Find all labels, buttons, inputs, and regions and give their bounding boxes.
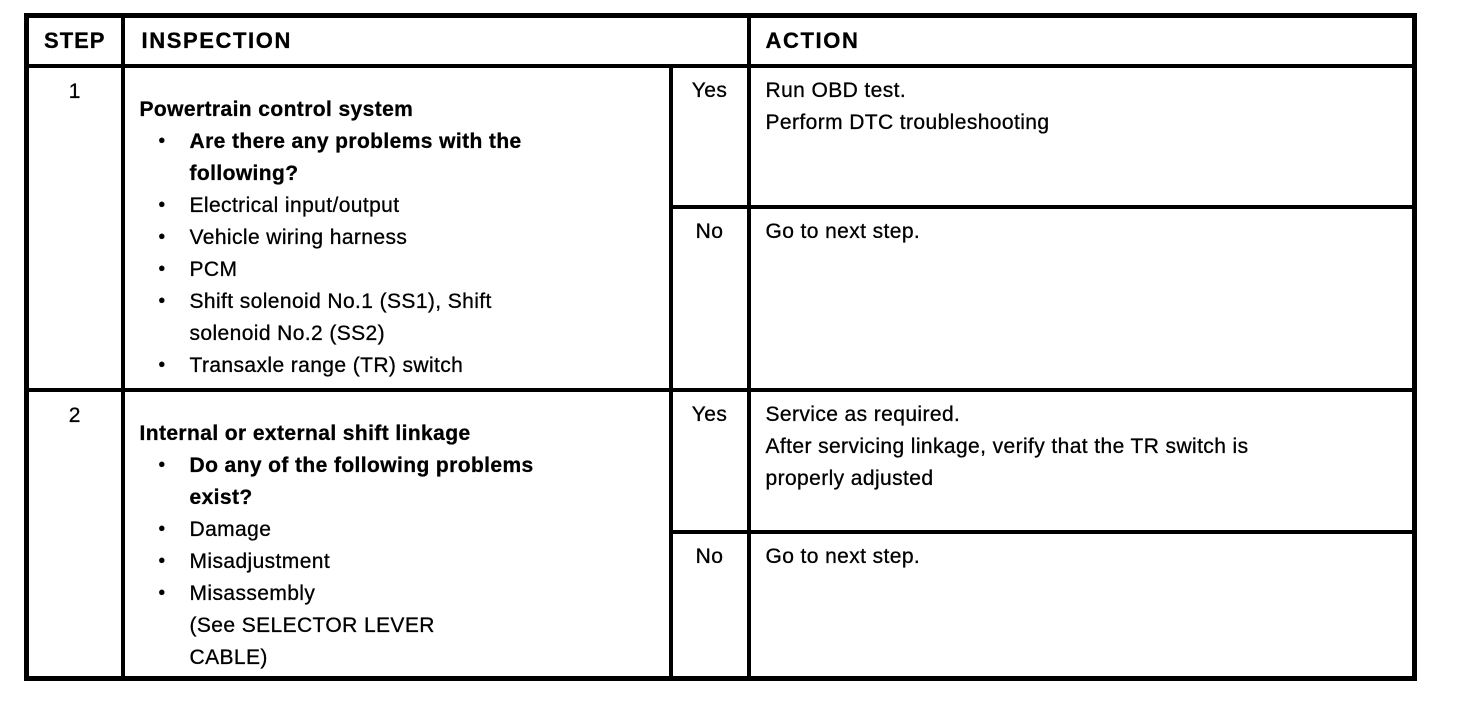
bullet-icon: • bbox=[158, 518, 166, 540]
table-header-row: STEP INSPECTION ACTION bbox=[24, 13, 1417, 68]
bullet-icon: • bbox=[158, 290, 166, 312]
bullet-item: • Electrical input/output bbox=[158, 190, 667, 222]
action-line: Perform DTC troubleshooting bbox=[765, 110, 1050, 134]
step-number: 1 bbox=[24, 63, 125, 392]
bullet-icon: • bbox=[158, 194, 166, 216]
action-cell: Go to next step. bbox=[746, 529, 1417, 681]
no-label: No bbox=[695, 219, 724, 243]
bullet-icon: • bbox=[158, 582, 166, 604]
table-row: 2 Internal or external shift linkage • D… bbox=[24, 387, 1417, 681]
bullet-text: Electrical input/output bbox=[189, 193, 400, 217]
action-cell: Run OBD test. Perform DTC troubleshootin… bbox=[746, 63, 1417, 209]
yes-label: Yes bbox=[691, 78, 728, 102]
no-cell: No bbox=[668, 204, 751, 392]
bullet-text: Damage bbox=[189, 517, 272, 541]
bullet-item: • PCM bbox=[158, 254, 667, 286]
yes-cell: Yes bbox=[668, 63, 751, 209]
bullet-item: • Transaxle range (TR) switch bbox=[158, 350, 667, 382]
bullet-icon: • bbox=[158, 354, 166, 376]
yes-label: Yes bbox=[691, 402, 728, 426]
bullet-icon: • bbox=[158, 258, 166, 280]
bullet-text: Misadjustment bbox=[189, 549, 331, 573]
bullet-item: • Are there any problems with the follow… bbox=[158, 126, 667, 190]
action-line: Service as required. bbox=[765, 402, 961, 426]
inspection-cell: Internal or external shift linkage • Do … bbox=[120, 387, 673, 681]
inspection-cell: Powertrain control system • Are there an… bbox=[120, 63, 673, 392]
header-inspection: INSPECTION bbox=[120, 13, 751, 68]
bullet-icon: • bbox=[158, 454, 166, 476]
table-row: 1 Powertrain control system • Are there … bbox=[24, 63, 1417, 392]
table-row: No Go to next step. bbox=[27, 204, 1417, 392]
bullet-icon: • bbox=[158, 130, 166, 152]
bullet-text: Are there any problems with the followin… bbox=[189, 129, 522, 185]
inspection-note: (See SELECTOR LEVER CABLE) bbox=[189, 613, 435, 669]
action-line: Run OBD test. bbox=[765, 78, 907, 102]
bullet-item: • Misadjustment bbox=[158, 546, 667, 578]
bullet-icon: • bbox=[158, 226, 166, 248]
no-label: No bbox=[695, 544, 724, 568]
bullet-item: • Misassembly bbox=[158, 578, 667, 610]
action-cell: Service as required. After servicing lin… bbox=[746, 387, 1417, 534]
bullet-text: Vehicle wiring harness bbox=[189, 225, 408, 249]
inspection-title: Powertrain control system bbox=[139, 97, 414, 121]
bullet-text: Shift solenoid No.1 (SS1), Shift solenoi… bbox=[189, 289, 492, 345]
no-cell: No bbox=[668, 529, 751, 681]
bullet-text: Misassembly bbox=[189, 581, 316, 605]
header-action: ACTION bbox=[746, 13, 1417, 68]
bullet-item: • Vehicle wiring harness bbox=[158, 222, 667, 254]
bullet-item: • Damage bbox=[158, 514, 667, 546]
action-cell: Go to next step. bbox=[746, 204, 1417, 392]
action-line: Go to next step. bbox=[765, 544, 921, 568]
bullet-text: Do any of the following problems exist? bbox=[189, 453, 534, 509]
troubleshooting-table: STEP INSPECTION ACTION 1 Powertrain cont… bbox=[24, 13, 1417, 681]
header-step: STEP bbox=[24, 13, 125, 68]
step-number: 2 bbox=[24, 387, 125, 681]
bullet-item: • Shift solenoid No.1 (SS1), Shift solen… bbox=[158, 286, 667, 350]
bullet-item: • Do any of the following problems exist… bbox=[158, 450, 667, 514]
action-line: After servicing linkage, verify that the… bbox=[765, 434, 1249, 490]
bullet-text: Transaxle range (TR) switch bbox=[189, 353, 464, 377]
inspection-title: Internal or external shift linkage bbox=[139, 421, 471, 445]
bullet-icon: • bbox=[158, 550, 166, 572]
table-row: No Go to next step. bbox=[27, 529, 1417, 681]
yes-cell: Yes bbox=[668, 387, 751, 534]
action-line: Go to next step. bbox=[765, 219, 921, 243]
bullet-text: PCM bbox=[189, 257, 238, 281]
